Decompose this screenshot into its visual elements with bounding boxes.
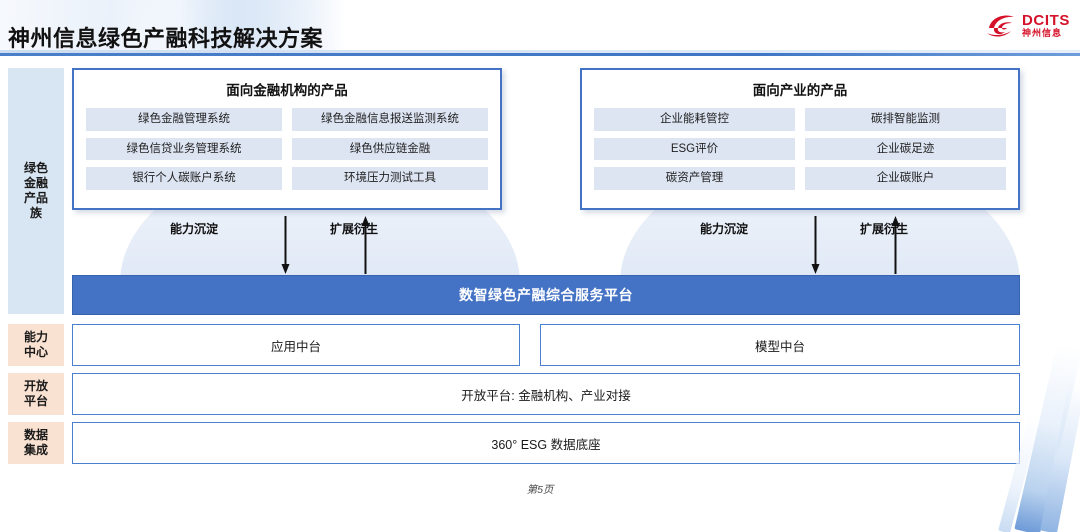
brand-logo: DCITS 神州信息: [987, 8, 1070, 42]
header-divider-soft: [0, 50, 1080, 53]
row-label-open-platform: 开放平台: 金融机构、产业对接: [461, 388, 631, 403]
product-chip[interactable]: ESG评价: [594, 137, 795, 161]
row-label-app-middle-platform: 应用中台: [270, 339, 321, 354]
logo-text-en: DCITS: [1022, 11, 1070, 29]
product-chip[interactable]: 绿色信贷业务管理系统: [86, 137, 282, 161]
header-divider: [0, 53, 1080, 56]
platform-bar-label: 数智绿色产融综合服务平台: [459, 287, 633, 303]
sidebar-label-data-integration: 数据集成: [23, 428, 48, 457]
arrow-down-icon: [281, 216, 290, 274]
panel-title-industry: 面向产业的产品: [752, 83, 848, 98]
product-chip[interactable]: 企业能耗管控: [594, 108, 795, 131]
sidebar-label-green-finance-family: 绿色金融产品族: [23, 161, 48, 220]
panel-industry: 面向产业的产品 企业能耗管控 碳排智能监测 ESG评价 企业碳足迹 碳资产管理 …: [580, 68, 1020, 210]
panel-grid-financial-institutions: 绿色金融管理系统 绿色金融信息报送监测系统 绿色信贷业务管理系统 绿色供应链金融…: [74, 99, 500, 190]
panel-title-financial-institutions: 面向金融机构的产品: [226, 83, 348, 98]
panel-financial-institutions: 面向金融机构的产品 绿色金融管理系统 绿色金融信息报送监测系统 绿色信贷业务管理…: [72, 68, 502, 210]
row-label-data-foundation: 360° ESG 数据底座: [491, 437, 601, 452]
platform-bar[interactable]: 数智绿色产融综合服务平台: [72, 275, 1020, 315]
flow-label-capability-precipitation-right: 能力沉淀: [700, 222, 749, 236]
page-number-label: 第5页: [526, 484, 554, 496]
product-chip[interactable]: 银行个人碳账户系统: [86, 167, 282, 190]
sidebar-label-ability-center: 能力中心: [23, 330, 48, 359]
product-chip[interactable]: 环境压力测试工具: [292, 167, 488, 190]
page-header: 神州信息绿色产融科技解决方案 DCITS 神州信息: [0, 0, 1080, 56]
flow-arrows-right: 能力沉淀 扩展衍生: [700, 216, 980, 276]
dcits-swoosh-icon: [987, 15, 1014, 37]
logo-text-cn: 神州信息: [1022, 27, 1063, 38]
flow-label-extension-derivation-left: 扩展衍生: [330, 222, 379, 236]
sidebar-item-ability-center: 能力中心: [8, 324, 64, 366]
product-chip[interactable]: 绿色金融信息报送监测系统: [292, 108, 488, 131]
row-data-foundation[interactable]: 360° ESG 数据底座: [72, 422, 1020, 464]
arrow-down-icon: [811, 216, 820, 274]
page-footer: 第5页: [0, 482, 1080, 497]
product-chip[interactable]: 企业碳账户: [805, 167, 1006, 190]
flow-label-extension-derivation-right: 扩展衍生: [860, 222, 909, 236]
logo-wordmark: DCITS 神州信息: [1022, 13, 1070, 38]
product-chip[interactable]: 企业碳足迹: [805, 137, 1006, 161]
sidebar-label-open-platform: 开放平台: [23, 379, 48, 408]
corner-stripe-2: [1040, 383, 1080, 532]
row-model-middle-platform[interactable]: 模型中台: [540, 324, 1020, 366]
sidebar-item-data-integration: 数据集成: [8, 422, 64, 464]
product-chip[interactable]: 绿色供应链金融: [292, 137, 488, 161]
panel-grid-industry: 企业能耗管控 碳排智能监测 ESG评价 企业碳足迹 碳资产管理 企业碳账户: [582, 99, 1018, 190]
row-label-model-middle-platform: 模型中台: [754, 339, 805, 354]
flow-arrows-left: 能力沉淀 扩展衍生: [170, 216, 450, 276]
product-chip[interactable]: 绿色金融管理系统: [86, 108, 282, 131]
product-chip[interactable]: 碳资产管理: [594, 167, 795, 190]
corner-stripe-1: [1014, 343, 1080, 532]
sidebar-item-green-finance-family: 绿色金融产品族: [8, 68, 64, 314]
sidebar-item-open-platform: 开放平台: [8, 373, 64, 415]
arrow-up-icon: [361, 216, 370, 274]
product-chip[interactable]: 碳排智能监测: [805, 108, 1006, 131]
flow-label-capability-precipitation-left: 能力沉淀: [170, 222, 219, 236]
diagram-canvas: 绿色金融产品族 能力中心 开放平台 数据集成 面向金融机构的产品 绿色金融管理系…: [0, 56, 1080, 532]
arrow-up-icon: [891, 216, 900, 274]
row-app-middle-platform[interactable]: 应用中台: [72, 324, 520, 366]
row-open-platform[interactable]: 开放平台: 金融机构、产业对接: [72, 373, 1020, 415]
page-title: 神州信息绿色产融科技解决方案: [8, 25, 324, 51]
